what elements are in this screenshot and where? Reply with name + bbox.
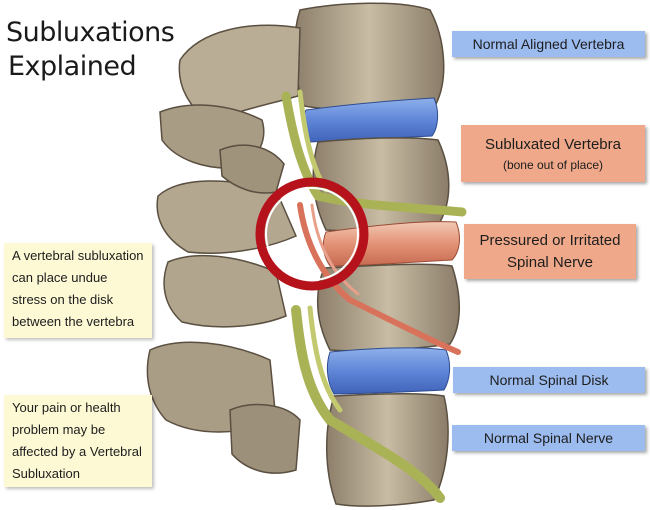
label-pressured-nerve: Pressured or Irritated Spinal Nerve [464, 224, 636, 279]
label-pressured-nerve-line-1: Pressured or Irritated [479, 231, 621, 249]
title-line-1: Subluxations [6, 17, 175, 48]
label-normal-spinal-nerve-text: Normal Spinal Nerve [483, 430, 614, 446]
spinal-nerves [281, 89, 467, 503]
label-normal-aligned-vertebra-text: Normal Aligned Vertebra [472, 36, 625, 52]
note-pain-health-text: Your pain or health problem may be affec… [12, 400, 142, 481]
label-normal-spinal-disk: Normal Spinal Disk [453, 367, 645, 393]
note-vertebral-stress-text: A vertebral subluxation can place undue … [12, 248, 144, 329]
note-pain-health: Your pain or health problem may be affec… [4, 395, 152, 487]
label-normal-spinal-nerve: Normal Spinal Nerve [452, 425, 645, 451]
lower-vertebra [163, 254, 460, 352]
label-subluxated-vertebra-main: Subluxated Vertebra [485, 135, 621, 153]
label-normal-aligned-vertebra: Normal Aligned Vertebra [452, 31, 645, 57]
lower-disk [326, 347, 451, 395]
note-vertebral-stress: A vertebral subluxation can place undue … [4, 243, 152, 338]
label-pressured-nerve-line-2: Spinal Nerve [507, 253, 593, 271]
title-line-2: Explained [8, 51, 137, 82]
upper-vertebra [159, 2, 445, 169]
highlight-ring [255, 177, 369, 291]
label-subluxated-vertebra-sub: (bone out of place) [502, 157, 604, 172]
page-title: Subluxations Explained [6, 16, 175, 84]
label-normal-spinal-disk-text: Normal Spinal Disk [489, 372, 609, 388]
label-subluxated-vertebra: Subluxated Vertebra (bone out of place) [461, 125, 645, 182]
